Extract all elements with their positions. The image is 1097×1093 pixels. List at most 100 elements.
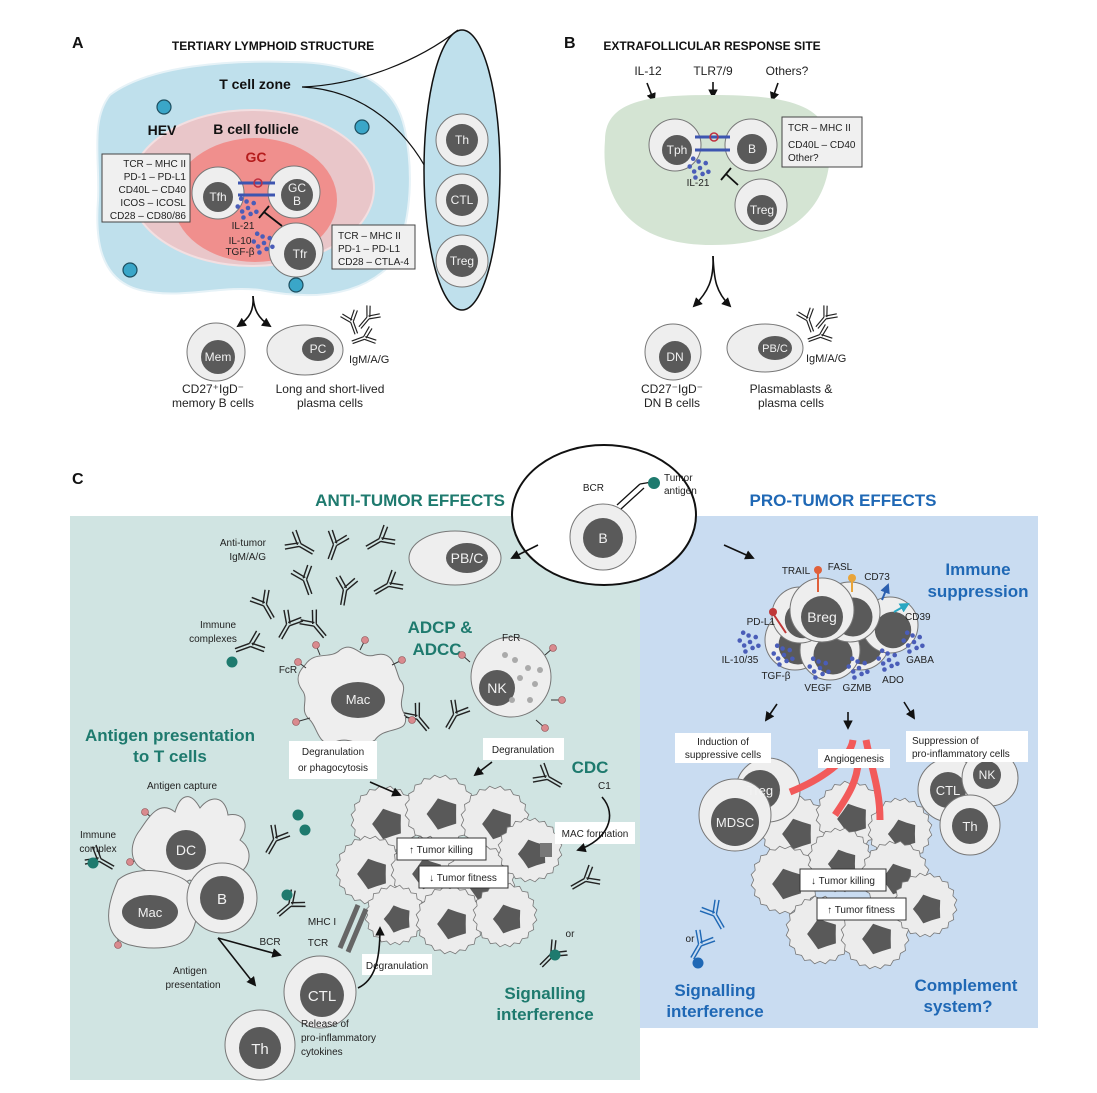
cytokine-dot xyxy=(862,660,868,666)
il21-cytokine-dots xyxy=(687,156,711,180)
il10-tgfb-cytokine-dots xyxy=(251,231,275,255)
cytokine-dot xyxy=(876,656,882,661)
cytokine-dot xyxy=(257,250,262,255)
th-cell: Th xyxy=(224,1009,296,1081)
inhibition-symbol xyxy=(720,167,739,186)
cytokine-dot xyxy=(911,639,917,645)
arrow-to-pbc xyxy=(712,255,732,308)
immune-complexes-label-2: complexes xyxy=(189,634,237,645)
box-line: PD-1 – PD-L1 xyxy=(338,244,401,255)
cytokine-dot xyxy=(775,656,781,661)
cytokine-dot xyxy=(747,639,753,645)
box-text: Degranulation xyxy=(302,747,364,758)
cytokine-dot xyxy=(813,675,818,680)
tumor-nucleus xyxy=(837,803,866,835)
cytokine-dot xyxy=(706,169,711,175)
cytokine-dot xyxy=(910,633,915,638)
cytokine-dot xyxy=(740,630,746,636)
tumor-nucleus xyxy=(426,798,457,830)
cytokine-dot xyxy=(790,656,795,662)
cytokine-dot xyxy=(697,165,703,171)
box-text: Induction of xyxy=(697,737,749,748)
cytokine-dot xyxy=(777,662,782,667)
c1-label: C1 xyxy=(598,781,611,792)
ab-label-2: IgM/A/G xyxy=(229,552,266,563)
induction-box xyxy=(675,733,771,763)
arrow xyxy=(473,761,493,777)
hev-vessel xyxy=(354,119,370,135)
cytokine-dot xyxy=(787,647,793,653)
box-text: Suppression of xyxy=(912,736,979,747)
release-label-3: cytokines xyxy=(301,1047,343,1058)
degranulation-phagocytosis-box xyxy=(289,741,377,779)
cytokine-dot xyxy=(753,634,759,640)
antibody-stroke xyxy=(807,324,833,343)
fcr-icon xyxy=(312,641,320,649)
fcr-label: FcR xyxy=(279,665,297,676)
granule xyxy=(527,697,533,703)
breg-cluster xyxy=(764,577,919,681)
cytokine-dot xyxy=(245,205,251,211)
bcr-label-apc: BCR xyxy=(259,937,280,948)
tumor-nucleus xyxy=(437,908,466,940)
plasma-cell: PB/C xyxy=(408,530,502,586)
pbc-label: PB/C xyxy=(451,550,484,566)
cytokine-dot xyxy=(251,200,257,206)
inhibition-symbol xyxy=(258,205,283,227)
antibody-icon xyxy=(340,309,359,335)
cytokine-dot xyxy=(914,645,919,651)
cytokine-dot xyxy=(892,652,898,658)
ctl-cell: CTL xyxy=(283,955,357,1029)
tfh-label: Tfh xyxy=(209,190,226,204)
plasma-cell: PC xyxy=(266,324,344,376)
cytokine-dot xyxy=(737,638,743,643)
antibodies xyxy=(340,305,381,345)
antibody-stroke xyxy=(335,575,359,606)
cytokine-dot xyxy=(741,643,747,648)
antibody-icon xyxy=(351,326,377,345)
input-il12: IL-12 xyxy=(634,64,662,78)
arrow-to-memory xyxy=(236,295,254,328)
interaction-box-tfr xyxy=(331,224,416,270)
arrow-to-anti xyxy=(510,544,539,559)
cytokine-dot xyxy=(889,663,894,669)
antibody-icon xyxy=(365,524,396,550)
antibody-icon xyxy=(278,609,304,640)
complement-label-2: system? xyxy=(924,997,993,1016)
cytokine-dot xyxy=(907,649,912,654)
cytokine-dot xyxy=(820,671,825,677)
cd39-label: CD39 xyxy=(905,612,931,623)
panel-letter: A xyxy=(72,35,84,52)
immune-complex-label-1: Immune xyxy=(80,830,117,841)
granule xyxy=(512,657,518,663)
cytokine-dot xyxy=(850,669,856,674)
cytokine-dot xyxy=(696,159,701,164)
treg-label: Treg xyxy=(747,783,773,798)
pc-label: PC xyxy=(310,342,327,356)
fcr-icon xyxy=(361,636,369,644)
tph-cell: Tph xyxy=(648,118,702,172)
granule xyxy=(525,665,531,671)
cytokine-dot xyxy=(690,156,696,162)
adcp-label-2: ADCC xyxy=(412,640,461,659)
cytokine-dot xyxy=(743,649,748,654)
immune-suppression-2: suppression xyxy=(927,582,1028,601)
antibody-icon xyxy=(699,899,725,930)
cytokine-dot xyxy=(260,234,265,239)
breg-nucleus xyxy=(801,596,843,638)
cytokine-dot xyxy=(746,633,751,638)
antibody-icon xyxy=(327,529,350,561)
antigen-icon xyxy=(281,889,293,901)
mdsc-label: MDSC xyxy=(716,815,754,830)
immune-suppression-1: Immune xyxy=(945,560,1010,579)
granule xyxy=(537,667,543,673)
tumor-nucleus xyxy=(772,868,801,900)
antibody-stroke xyxy=(290,564,313,596)
ctl-cell: CTL xyxy=(435,173,489,227)
follicle-label: B cell follicle xyxy=(213,121,299,137)
antibody-stroke xyxy=(327,529,350,561)
fcr-icon xyxy=(141,808,149,816)
tumor-nucleus xyxy=(357,858,386,890)
box-line: TCR – MHC II xyxy=(338,231,401,242)
gcb-label-2: B xyxy=(293,194,301,208)
